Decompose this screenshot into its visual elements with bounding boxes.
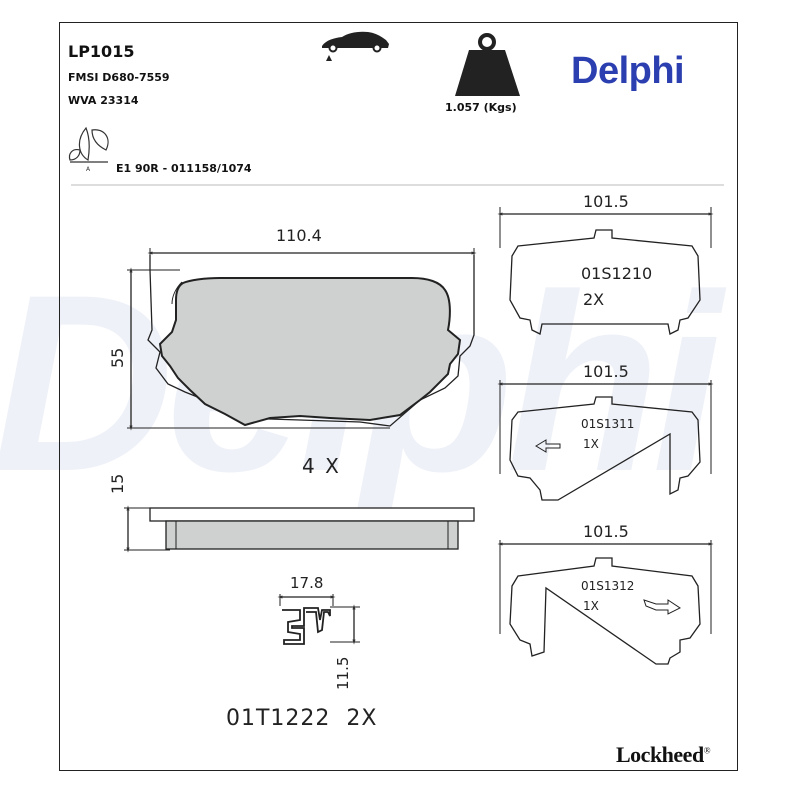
shim-1-part-label: 01S1210 <box>581 264 653 283</box>
shim-2-quantity-label: 1X <box>583 437 599 451</box>
brand-logo: Delphi <box>571 50 685 92</box>
brake-pad-drawing <box>127 248 477 431</box>
pad-side-view <box>124 505 475 553</box>
shim-1-width-label: 101.5 <box>583 192 629 211</box>
manufacturer-name: Lockheed <box>616 742 704 767</box>
clip-part-number: 01T1222 <box>226 706 331 731</box>
registered-mark: ® <box>703 745 711 756</box>
wva-code: WVA 23314 <box>68 94 139 107</box>
shim-2-width-label: 101.5 <box>583 362 629 381</box>
shim-drawing-3 <box>497 540 714 665</box>
clip-quantity: 2X <box>346 706 378 731</box>
shim-2-part-label: 01S1311 <box>581 417 635 431</box>
pad-quantity-label: 4 X <box>302 454 341 478</box>
manufacturer-logo: Lockheed® <box>616 742 711 768</box>
svg-text:A: A <box>86 166 91 173</box>
part-code: LP1015 <box>68 42 135 61</box>
clip-width-label: 17.8 <box>290 574 324 592</box>
pad-thickness-label: 15 <box>108 473 127 494</box>
shim-drawing-2 <box>497 380 714 501</box>
shim-3-width-label: 101.5 <box>583 522 629 541</box>
clip-height-label: 11.5 <box>334 656 352 690</box>
weight-icon <box>455 33 520 96</box>
pad-width-label: 110.4 <box>276 226 322 245</box>
spring-clip-drawing <box>277 594 360 645</box>
shim-3-part-label: 01S1312 <box>581 579 635 593</box>
clip-part-label: 01T1222 2X <box>226 708 378 730</box>
car-front-axle-icon <box>322 31 389 61</box>
shim-3-quantity-label: 1X <box>583 599 599 613</box>
shim-drawing-1 <box>497 207 714 335</box>
pad-height-label: 55 <box>108 347 127 368</box>
eco-approval: E1 90R - 011158/1074 <box>116 162 252 175</box>
eco-leaf-icon: A <box>68 126 109 173</box>
sheet-frame <box>59 22 738 771</box>
shim-1-quantity-label: 2X <box>583 290 605 309</box>
weight-value: 1.057 (Kgs) <box>445 101 517 114</box>
fmsi-code: FMSI D680-7559 <box>68 71 170 84</box>
